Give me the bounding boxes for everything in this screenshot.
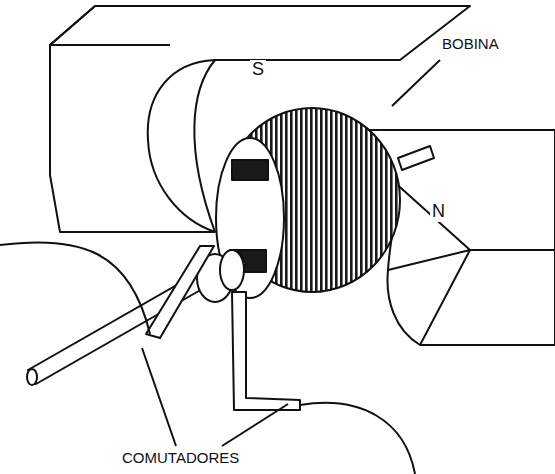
leader-line — [222, 404, 288, 446]
pole-label: N — [430, 202, 447, 222]
brush — [146, 246, 214, 338]
brush — [232, 292, 300, 410]
part-label: BOBINA — [440, 36, 501, 53]
pole-label: S — [250, 60, 266, 80]
leader-line — [142, 348, 176, 446]
shaft — [28, 250, 246, 384]
part-label: COMUTADORES — [120, 450, 241, 467]
wire — [0, 242, 150, 334]
leader-line — [392, 60, 440, 106]
wire — [300, 403, 415, 474]
n-pole — [370, 130, 555, 345]
